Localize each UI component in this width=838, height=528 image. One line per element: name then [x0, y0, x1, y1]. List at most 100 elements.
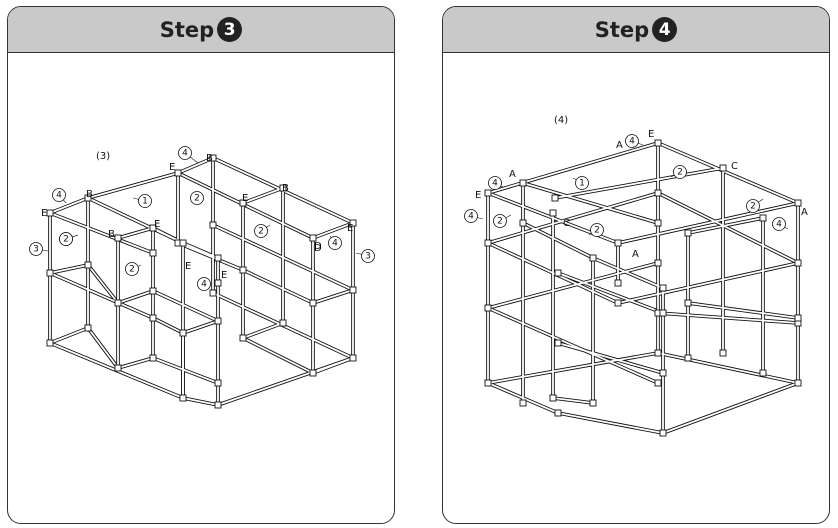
tube-highlight — [152, 317, 184, 334]
tube-highlight — [312, 222, 354, 239]
connector-joint — [209, 221, 217, 229]
connector-joint — [174, 169, 182, 177]
connector-joint — [519, 219, 527, 227]
tube-highlight — [687, 217, 764, 234]
callout-number: 4 — [492, 179, 498, 189]
connector-joint — [279, 184, 287, 192]
callout-number: 1 — [142, 197, 148, 207]
tube-highlight — [487, 382, 559, 414]
connector-joint — [214, 401, 222, 409]
tube-highlight — [177, 242, 244, 271]
part-letter-label: E — [347, 223, 353, 234]
connector-joint — [214, 379, 222, 387]
tube-highlight — [487, 192, 659, 244]
connector-joint — [684, 354, 692, 362]
step-3-panel: Step 3 (3) BEBEEBEBEDEED123422234424 — [7, 6, 395, 524]
callout-circle — [746, 199, 760, 213]
connector-joint — [46, 339, 54, 347]
callout-circle — [197, 277, 211, 291]
callout-circle — [52, 188, 66, 202]
part-number-callout: 4 — [178, 146, 192, 160]
tube-highlight — [557, 412, 664, 434]
callout-circle — [361, 249, 375, 263]
callout-number: 2 — [497, 217, 503, 227]
connector-joint — [549, 209, 557, 217]
frame-step-3 — [46, 154, 357, 409]
tube-highlight — [557, 272, 664, 314]
tube-highlight — [182, 320, 219, 334]
connector-joint — [589, 399, 597, 407]
callout-number: 2 — [258, 227, 264, 237]
tube-highlight — [657, 142, 799, 204]
callout-number: 4 — [776, 220, 782, 230]
callout-circle — [493, 214, 507, 228]
tube-highlight — [49, 264, 89, 274]
callout-number: 4 — [468, 212, 474, 222]
step-3-number-badge: 3 — [217, 17, 243, 42]
connector-joint — [349, 219, 357, 227]
connector-joint — [214, 279, 222, 287]
part-letter-label: E — [475, 190, 481, 201]
connector-joint — [684, 229, 692, 237]
callout-number: 2 — [194, 194, 200, 204]
connector-joint — [659, 429, 667, 437]
sub-step-label: (3) — [96, 151, 110, 162]
part-letter-label: E — [154, 219, 160, 230]
connector-joint — [484, 189, 492, 197]
connector-joint — [654, 219, 662, 227]
tube-highlight — [242, 187, 284, 204]
connector-joint — [519, 399, 527, 407]
callout-circle — [590, 223, 604, 237]
part-letter-label: E — [221, 270, 227, 281]
tube-highlight — [242, 337, 314, 374]
connector-joint — [654, 139, 662, 147]
connector-joint — [209, 289, 217, 297]
callout-circle — [138, 194, 152, 208]
callout-number: 1 — [579, 179, 585, 189]
connector-joint — [794, 379, 802, 387]
callout-number: 4 — [201, 280, 207, 290]
part-number-callout: 2 — [590, 223, 604, 237]
callout-number: 4 — [56, 191, 62, 201]
part-number-callout: 2 — [59, 232, 73, 246]
part-number-callout: 4 — [197, 277, 211, 291]
connector-joint — [719, 349, 727, 357]
tube-highlight — [662, 382, 799, 434]
callout-number: 3 — [365, 252, 371, 262]
callout-circle — [673, 165, 687, 179]
callout-number: 2 — [594, 226, 600, 236]
connector-joint — [309, 299, 317, 307]
part-letter-label: D — [314, 241, 322, 252]
part-letter-label: A — [632, 249, 639, 260]
part-number-callout: 2 — [673, 165, 687, 179]
connector-joint — [114, 234, 122, 242]
connector-joint — [759, 369, 767, 377]
step-4-title: Step — [594, 17, 650, 42]
tube-highlight — [117, 227, 154, 239]
tube-highlight — [152, 357, 219, 384]
tube-highlight — [182, 242, 219, 259]
connector-joint — [614, 239, 622, 247]
connector-joint — [659, 309, 667, 317]
connector-joint — [794, 314, 802, 322]
tube-highlight — [49, 212, 154, 254]
connector-joint — [349, 286, 357, 294]
part-number-callout: 2 — [493, 214, 507, 228]
tube-highlight — [49, 197, 89, 214]
callout-circle — [464, 209, 478, 223]
part-number-callout: 1 — [138, 194, 152, 208]
connector-joint — [554, 409, 562, 417]
part-letter-label: B — [282, 183, 289, 194]
connector-joint — [554, 339, 562, 347]
callout-circle — [178, 146, 192, 160]
step-3-header: Step 3 — [8, 7, 394, 53]
connector-joint — [654, 349, 662, 357]
step-4-number-badge: 4 — [652, 17, 678, 42]
connector-joint — [719, 164, 727, 172]
connector-joint — [614, 299, 622, 307]
part-letter-label: C — [731, 161, 738, 172]
part-number-callout: 3 — [29, 242, 43, 256]
callout-circle — [328, 236, 342, 250]
connector-joint — [84, 324, 92, 332]
